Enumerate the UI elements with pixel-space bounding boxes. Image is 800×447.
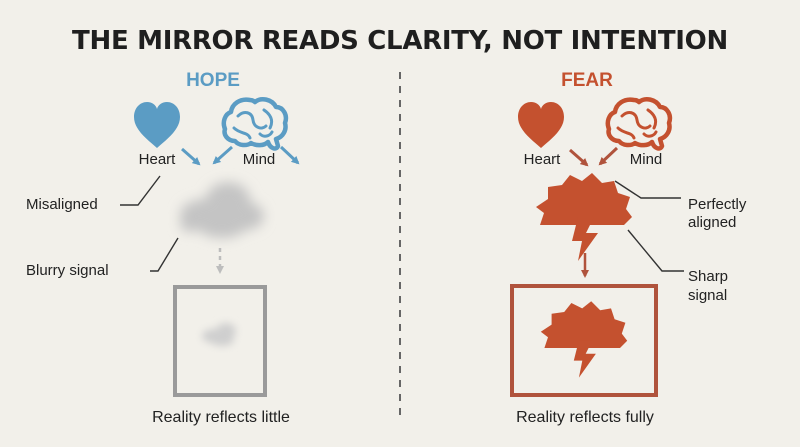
fear-heart-icon: [518, 102, 564, 148]
hope-caption: Reality reflects little: [152, 409, 290, 426]
fear-aligned-label-line1: Perfectly: [688, 196, 747, 213]
hope-heart-label: Heart: [138, 151, 176, 168]
fear-storm-cloud-icon: [536, 173, 632, 261]
fear-brain-icon: [608, 99, 670, 148]
fear-mirror-reflection: [540, 301, 628, 378]
fear-caption: Reality reflects fully: [516, 409, 654, 426]
fear-aligned-label-line2: aligned: [688, 214, 737, 231]
hope-brain-icon: [224, 99, 286, 148]
fear-sharp-label-line2: signal: [688, 287, 728, 304]
hope-misaligned-label: Misaligned: [26, 196, 98, 213]
fear-arrow-heart: [569, 148, 589, 167]
fear-mirror-frame: [510, 284, 658, 397]
hope-mind-label: Mind: [242, 151, 276, 168]
fear-sharp-label-line1: Sharp: [688, 268, 729, 285]
hope-mirror-frame: [173, 285, 267, 397]
hope-arrow-mind-in: [212, 145, 233, 165]
hope-arrow-heart: [181, 147, 201, 166]
fear-heart-label: Heart: [523, 151, 561, 168]
hope-heart-icon: [134, 102, 180, 148]
fear-leader-aligned: [614, 180, 681, 199]
hope-heading: HOPE: [186, 70, 240, 91]
page-title: THE MIRROR READS CLARITY, NOT INTENTION: [72, 26, 728, 56]
hope-fog-cloud-icon: [180, 182, 264, 238]
fear-arrow-mind: [598, 146, 619, 166]
hope-leader-blurry: [150, 237, 179, 272]
fear-heading: FEAR: [561, 70, 613, 91]
fear-mind-label: Mind: [629, 151, 663, 168]
fear-leader-sharp: [627, 229, 684, 272]
hope-blurry-label: Blurry signal: [26, 262, 109, 279]
hope-mirror-reflection: [202, 323, 236, 346]
hope-leader-misaligned: [120, 175, 161, 206]
hope-arrow-mind-out: [279, 145, 300, 165]
